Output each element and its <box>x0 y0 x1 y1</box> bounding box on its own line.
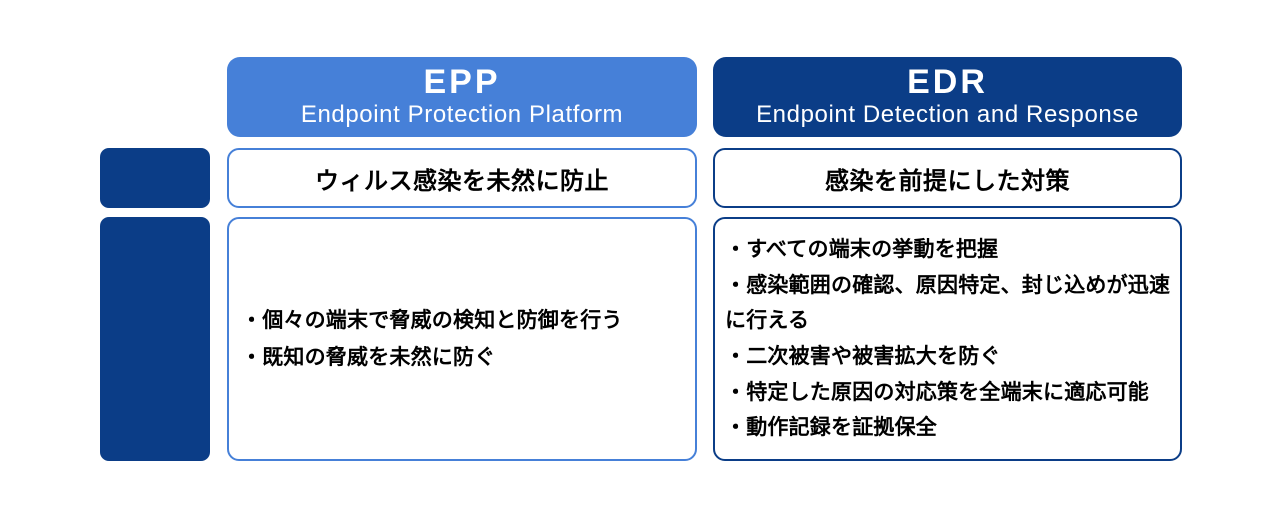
edr-detail-item: ・感染範囲の確認、原因特定、封じ込めが迅速に行える <box>725 273 1171 333</box>
epp-details-box: ・個々の端末で脅威の検知と防御を行う ・既知の脅威を未然に防ぐ <box>227 217 697 461</box>
edr-detail-item: ・すべての端末の挙動を把握 <box>725 237 999 261</box>
edr-details-box: ・すべての端末の挙動を把握 ・感染範囲の確認、原因特定、封じ込めが迅速に行える … <box>713 217 1182 461</box>
epp-detail-item: ・個々の端末で脅威の検知と防御を行う <box>241 308 623 332</box>
edr-detail-item: ・特定した原因の対応策を全端末に適応可能 <box>725 380 1149 404</box>
epp-summary-box: ウィルス感染を未然に防止 <box>227 148 697 208</box>
row-marker-details <box>100 217 210 461</box>
edr-header: EDR Endpoint Detection and Response <box>713 57 1182 137</box>
epp-acronym: EPP <box>423 63 501 102</box>
edr-detail-item: ・動作記録を証拠保全 <box>725 416 937 440</box>
edr-details-list: ・すべての端末の挙動を把握 ・感染範囲の確認、原因特定、封じ込めが迅速に行える … <box>715 232 1180 446</box>
edr-expansion: Endpoint Detection and Response <box>756 101 1139 129</box>
epp-summary-text: ウィルス感染を未然に防止 <box>315 167 609 195</box>
epp-header: EPP Endpoint Protection Platform <box>227 57 697 137</box>
edr-acronym: EDR <box>907 63 988 102</box>
epp-details-list: ・個々の端末で脅威の検知と防御を行う ・既知の脅威を未然に防ぐ <box>229 302 695 377</box>
edr-summary-box: 感染を前提にした対策 <box>713 148 1182 208</box>
epp-expansion: Endpoint Protection Platform <box>300 101 624 129</box>
edr-summary-text: 感染を前提にした対策 <box>825 167 1070 195</box>
row-marker-summary <box>100 148 210 208</box>
epp-detail-item: ・既知の脅威を未然に防ぐ <box>241 346 496 369</box>
edr-detail-item: ・二次被害や被害拡大を防ぐ <box>725 345 1001 368</box>
